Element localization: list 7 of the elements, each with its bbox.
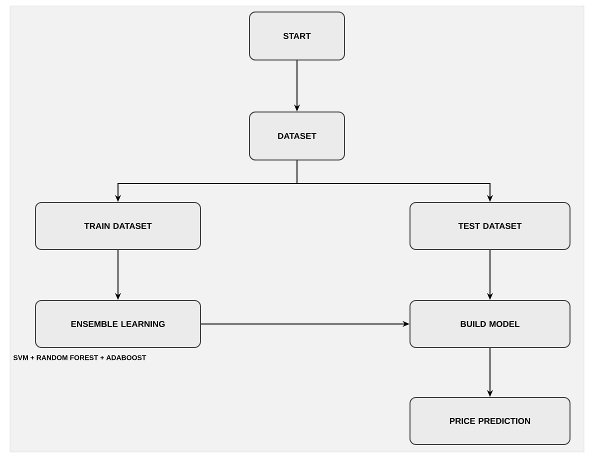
process-box: TRAIN DATASET <box>35 202 201 250</box>
process-box: TEST DATASET <box>410 202 570 250</box>
process-box: BUILD MODEL <box>410 300 570 348</box>
process-box: ENSEMBLE LEARNING <box>35 300 201 348</box>
process-box: DATASET <box>249 112 345 160</box>
process-box: PRICE PREDICTION <box>410 396 570 445</box>
process-box: START <box>249 12 345 60</box>
